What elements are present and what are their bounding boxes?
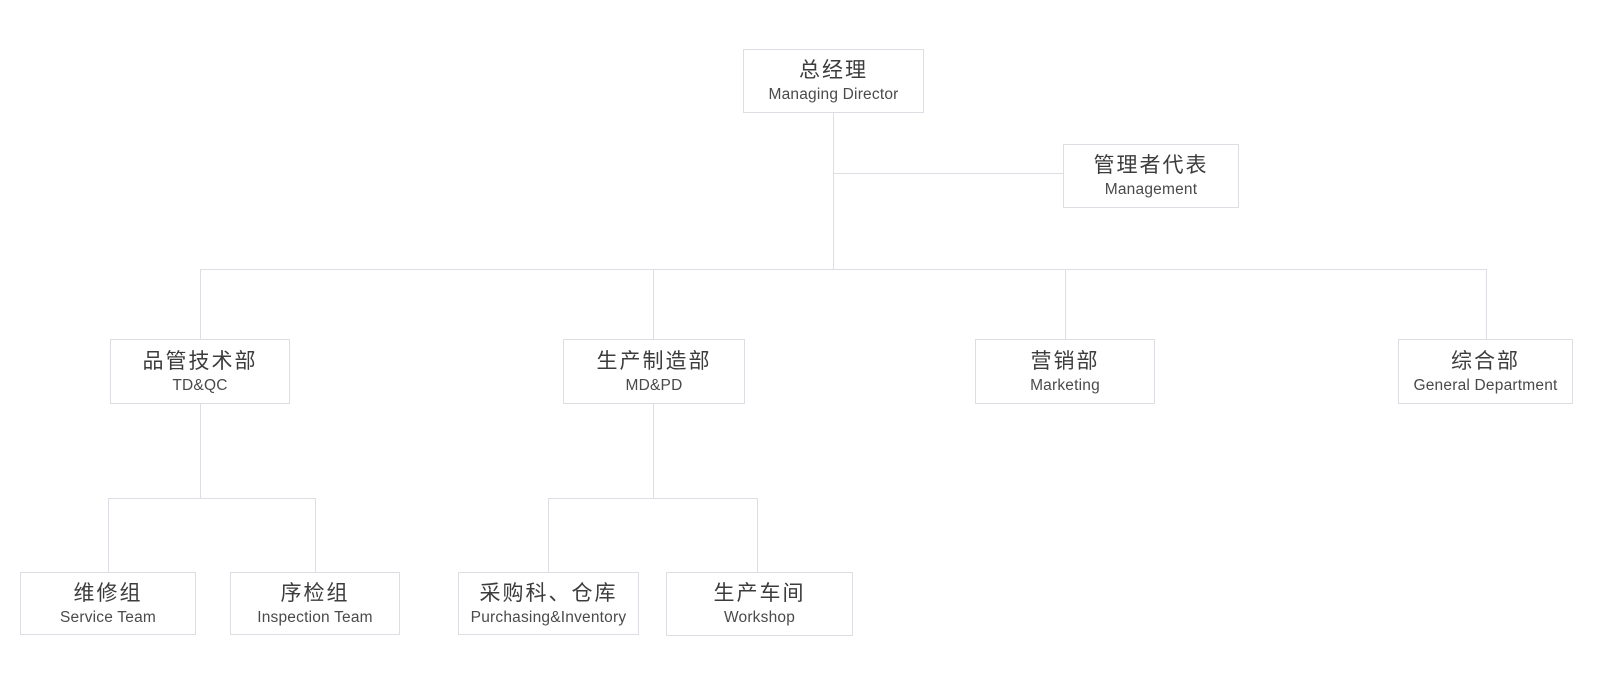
node-title-zh: 综合部 (1451, 349, 1520, 373)
node-title-en: MD&PD (625, 376, 683, 394)
connector-trunk-vertical (833, 113, 834, 269)
connector-drop-inspection (315, 498, 316, 572)
node-title-zh: 采购科、仓库 (479, 581, 618, 605)
node-title-zh: 序检组 (280, 581, 350, 605)
node-title-zh: 维修组 (73, 581, 143, 605)
connector-drop-service (108, 498, 109, 572)
connector-drop-md-pd (653, 269, 654, 339)
node-title-en: Marketing (1030, 376, 1100, 394)
org-node-service-team: 维修组 Service Team (20, 572, 196, 635)
org-node-management-representative: 管理者代表 Management (1063, 144, 1239, 208)
node-title-en: General Department (1413, 376, 1558, 394)
node-title-en: Management (1104, 181, 1198, 199)
node-title-en: Service Team (59, 608, 156, 626)
connector-stub-td-qc (200, 404, 201, 498)
org-node-purchasing-inventory: 采购科、仓库 Purchasing&Inventory (458, 572, 639, 635)
org-node-marketing: 营销部 Marketing (975, 339, 1155, 404)
connector-stub-md-pd (653, 404, 654, 498)
node-title-en: TD&QC (172, 376, 228, 394)
org-node-managing-director: 总经理 Managing Director (743, 49, 924, 113)
org-node-md-pd: 生产制造部 MD&PD (563, 339, 745, 404)
org-node-inspection-team: 序检组 Inspection Team (230, 572, 400, 635)
node-title-zh: 品管技术部 (142, 349, 258, 373)
connector-drop-general (1486, 269, 1487, 339)
node-title-zh: 总经理 (799, 59, 868, 83)
connector-drop-td-qc (200, 269, 201, 339)
node-title-zh: 生产制造部 (596, 349, 712, 373)
node-title-zh: 生产车间 (713, 582, 806, 606)
connector-level2-bus (200, 269, 1486, 270)
node-title-en: Inspection Team (257, 608, 373, 626)
connector-drop-purchasing (548, 498, 549, 572)
node-title-en: Workshop (723, 609, 796, 627)
connector-bus-md-pd-children (548, 498, 758, 499)
node-title-en: Managing Director (768, 86, 899, 104)
org-node-general-department: 综合部 General Department (1398, 339, 1573, 404)
node-title-en: Purchasing&Inventory (470, 608, 627, 626)
connector-drop-workshop (757, 498, 758, 572)
connector-management-branch (833, 173, 1063, 174)
connector-bus-td-qc-children (108, 498, 316, 499)
org-node-td-qc: 品管技术部 TD&QC (110, 339, 290, 404)
node-title-zh: 管理者代表 (1093, 154, 1209, 178)
node-title-zh: 营销部 (1030, 349, 1100, 373)
connector-drop-marketing (1065, 269, 1066, 339)
org-node-workshop: 生产车间 Workshop (666, 572, 853, 636)
